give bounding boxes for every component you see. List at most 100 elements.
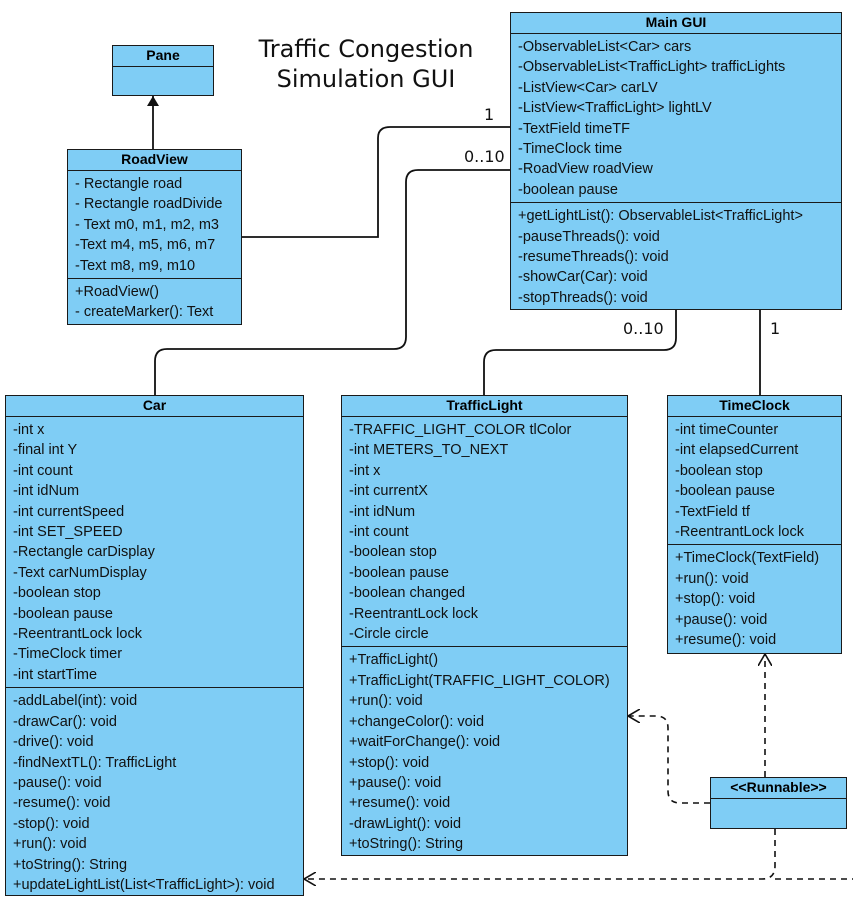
attribute-row: -int timeCounter — [675, 422, 779, 438]
attribute-row: -ReentrantLock lock — [349, 605, 478, 622]
attribute-row: -int SET_SPEED — [13, 524, 123, 541]
method-row: +changeColor(): void — [349, 713, 485, 730]
class-name: Main GUI — [511, 13, 841, 34]
class-roadview[interactable]: RoadView- Rectangle road- Rectangle road… — [67, 149, 242, 325]
multiplicity-roadview-main: 1 — [484, 105, 495, 124]
method-row: +resume(): void — [349, 795, 451, 812]
attribute-row: -boolean changed — [349, 585, 466, 602]
attribute-row: -boolean pause — [349, 564, 449, 581]
method-row: +waitForChange(): void — [349, 734, 501, 751]
attribute-row: -TRAFFIC_LIGHT_COLOR tlColor — [349, 422, 572, 438]
method-row: +pause(): void — [349, 774, 442, 791]
attribute-row: -ObservableList<TrafficLight> trafficLig… — [518, 59, 786, 76]
method-row: -showCar(Car): void — [518, 269, 648, 286]
attribute-row: -boolean stop — [675, 462, 763, 479]
class-main-gui[interactable]: Main GUI-ObservableList<Car> cars-Observ… — [510, 12, 842, 310]
attribute-row: -Text m8, m9, m10 — [75, 257, 196, 274]
attribute-row: -TextField tf — [675, 503, 750, 520]
method-row: +TimeClock(TextField) — [675, 550, 820, 567]
methods-section: -addLabel(int): void -drawCar(): void -dri… — [6, 687, 303, 897]
attributes-section: -int x -final int Y -int count -int idNum -i… — [6, 417, 303, 687]
methods-section: +RoadView()- createMarker(): Text — [68, 278, 241, 325]
method-row: +run(): void — [675, 570, 749, 587]
class-runnable[interactable]: <<Runnable>> — [710, 777, 847, 829]
attribute-row: -TimeClock timer — [13, 646, 123, 663]
attribute-row: -int idNum — [349, 503, 416, 520]
attribute-row: -TimeClock time — [518, 141, 623, 158]
roadview-main-association — [242, 126, 510, 238]
attribute-row: - Rectangle road — [75, 176, 183, 192]
attribute-row: -Circle circle — [349, 626, 429, 643]
diagram-title-line2: Simulation GUI — [276, 65, 456, 93]
method-row: +run(): void — [13, 836, 87, 853]
attribute-row: - Text m0, m1, m2, m3 — [75, 216, 219, 233]
method-row: +getLightList(): ObservableList<TrafficL… — [518, 208, 803, 225]
class-name: Car — [6, 396, 303, 417]
method-row: -stopThreads(): void — [518, 289, 648, 306]
attribute-row: -ReentrantLock lock — [675, 524, 804, 541]
attribute-row: -Text m4, m5, m6, m7 — [75, 237, 216, 254]
attribute-row: -boolean stop — [13, 585, 101, 602]
attribute-row: -int count — [13, 462, 73, 479]
class-name: <<Runnable>> — [711, 778, 846, 799]
attributes-section: -TRAFFIC_LIGHT_COLOR tlColor -int METERS_… — [342, 417, 627, 646]
method-row: -addLabel(int): void — [13, 693, 138, 710]
class-name: RoadView — [68, 150, 241, 171]
attributes-section: - Rectangle road - Rectangle roadDivide - … — [68, 171, 241, 278]
method-row: +resume(): void — [675, 632, 777, 649]
attribute-row: -int idNum — [13, 483, 80, 500]
diagram-title-line1: Traffic Congestion — [258, 35, 474, 63]
attribute-row: -final int Y — [13, 442, 78, 459]
method-row: -drive(): void — [13, 734, 94, 751]
attribute-row: -int currentX — [349, 483, 428, 500]
class-name: Pane — [113, 46, 213, 67]
method-row: +pause(): void — [675, 611, 768, 628]
method-row: -stop(): void — [13, 815, 90, 832]
methods-section: +getLightList(): ObservableList<TrafficL… — [511, 202, 841, 310]
attribute-row: -Text carNumDisplay — [13, 564, 147, 581]
attribute-row: -ObservableList<Car> cars — [518, 39, 692, 55]
attribute-row: -ReentrantLock lock — [13, 626, 142, 643]
method-row: -resume(): void — [13, 795, 111, 812]
multiplicity-timeclock-main: 1 — [770, 319, 781, 338]
methods-section: +TrafficLight()+TrafficLight(TRAFFIC_LIG… — [342, 646, 627, 856]
attribute-row: -int currentSpeed — [13, 503, 125, 520]
trafficlight-main-association — [483, 310, 677, 395]
class-pane[interactable]: Pane — [112, 45, 214, 96]
methods-section — [113, 67, 213, 72]
attribute-row: -int x — [13, 422, 45, 438]
attribute-row: -TextField timeTF — [518, 120, 630, 137]
class-name: TimeClock — [668, 396, 841, 417]
class-timeclock[interactable]: TimeClock -int timeCounter -int elapsedCur… — [667, 395, 842, 654]
methods-section — [711, 799, 846, 804]
method-row: +toString(): String — [349, 836, 464, 853]
attribute-row: -Rectangle carDisplay — [13, 544, 155, 561]
method-row: -drawLight(): void — [349, 815, 462, 832]
car-main-association — [154, 169, 510, 395]
attribute-row: -ListView<Car> carLV — [518, 79, 658, 96]
method-row: +run(): void — [349, 693, 423, 710]
method-row: +TrafficLight(TRAFFIC_LIGHT_COLOR) — [349, 672, 610, 689]
attributes-section: -int timeCounter -int elapsedCurrent -bool… — [668, 417, 841, 544]
class-trafficlight[interactable]: TrafficLight-TRAFFIC_LIGHT_COLOR tlColor… — [341, 395, 628, 856]
multiplicity-trafficlight-main: 0..10 — [623, 319, 664, 338]
class-car[interactable]: Car -int x -final int Y -int count -int idNu… — [5, 395, 304, 896]
attribute-row: -int elapsedCurrent — [675, 442, 799, 459]
method-row: -pauseThreads(): void — [518, 228, 660, 245]
attribute-row: -boolean pause — [518, 181, 618, 198]
multiplicity-car-main: 0..10 — [464, 147, 505, 166]
method-row: -drawCar(): void — [13, 713, 117, 730]
attribute-row: - Rectangle roadDivide — [75, 196, 223, 213]
attribute-row: -int x — [349, 462, 381, 479]
attribute-row: -boolean pause — [13, 605, 113, 622]
method-row: +toString(): String — [13, 856, 128, 873]
attribute-row: -ListView<TrafficLight> lightLV — [518, 100, 712, 117]
attributes-section: -ObservableList<Car> cars -ObservableList… — [511, 34, 841, 202]
attribute-row: -boolean stop — [349, 544, 437, 561]
method-row: +updateLightList(List<TrafficLight>): vo… — [13, 876, 275, 893]
attribute-row: -int METERS_TO_NEXT — [349, 442, 509, 459]
method-row: - createMarker(): Text — [75, 304, 214, 321]
attribute-row: -int startTime — [13, 666, 98, 683]
method-row: +stop(): void — [349, 754, 430, 771]
